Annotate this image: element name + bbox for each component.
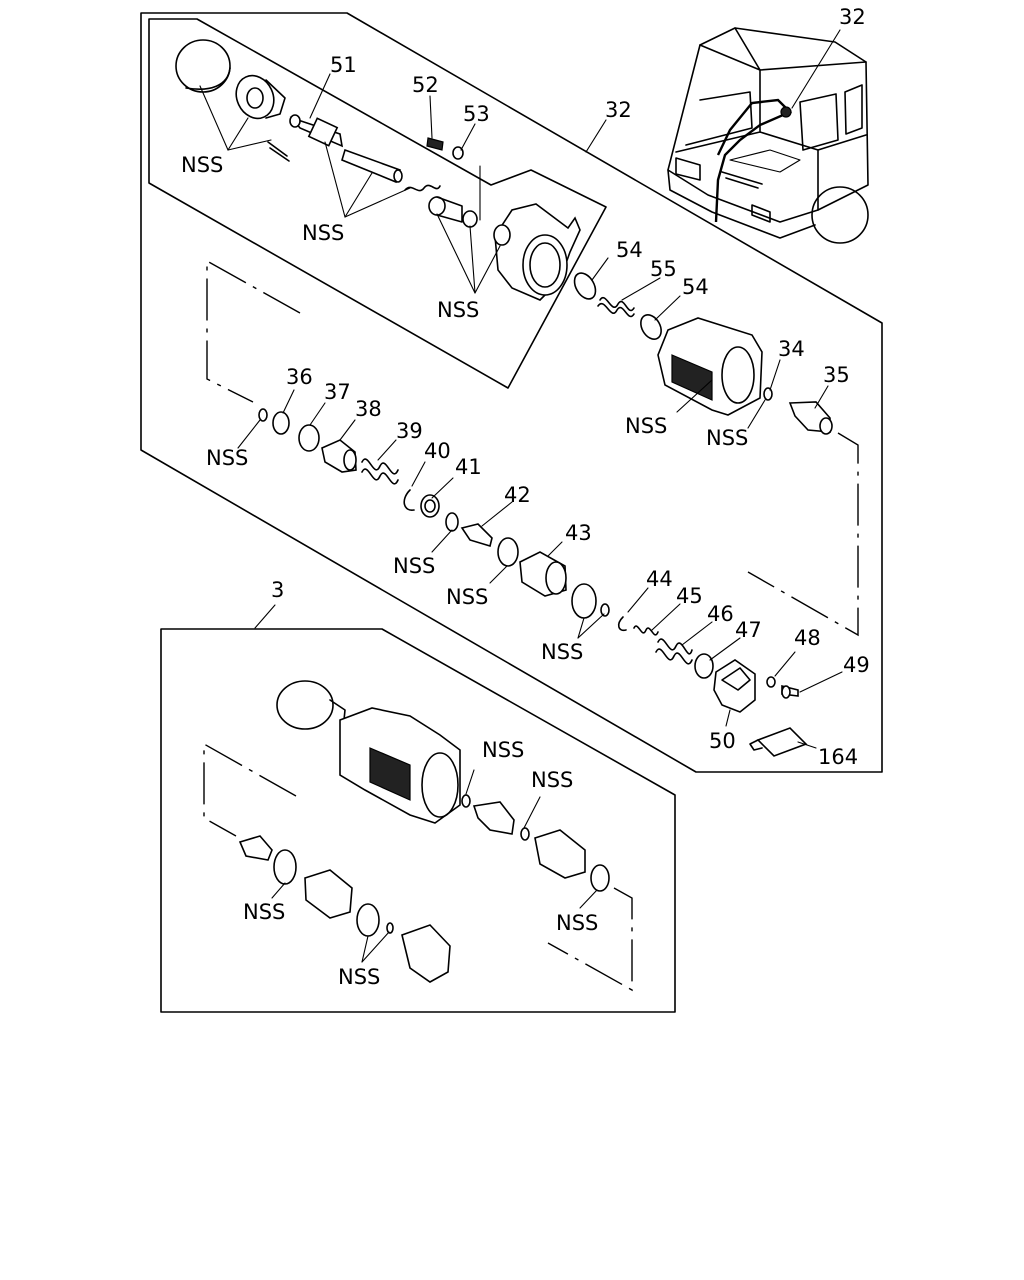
callout-39: 39 — [396, 419, 423, 443]
callout-48: 48 — [794, 626, 821, 650]
bracket-right — [747, 432, 859, 637]
nss-label-housing: NSS — [625, 414, 667, 438]
callout-45: 45 — [676, 584, 703, 608]
callout-36: 36 — [286, 365, 313, 389]
callout-42: 42 — [504, 483, 531, 507]
callout-55: 55 — [650, 257, 677, 281]
callout-37: 37 — [324, 380, 351, 404]
callout-50: 50 — [709, 729, 736, 753]
nss-label-valve-ring: NSS — [706, 426, 748, 450]
nss-label-cap-group: NSS — [181, 153, 223, 177]
assembly-frame-3 — [160, 628, 676, 1013]
nss-label-sleeve-group: NSS — [437, 298, 479, 322]
callout-40: 40 — [424, 439, 451, 463]
cab-part-marker — [780, 106, 792, 118]
main-axis-parts — [258, 272, 833, 757]
nss-label-ring-36: NSS — [206, 446, 248, 470]
callout-35: 35 — [823, 363, 850, 387]
callout-43: 43 — [565, 521, 592, 545]
cab-wiring-highlight — [714, 98, 793, 223]
callout-32-frame: 32 — [605, 98, 632, 122]
callout-numbers: 32 32 51 52 53 54 55 54 34 35 36 37 38 3… — [271, 5, 870, 769]
callout-54-b: 54 — [682, 275, 709, 299]
assembly-3-parts — [238, 680, 610, 983]
leader-lines — [199, 29, 843, 963]
callout-51: 51 — [330, 53, 357, 77]
nss-label-rings-43: NSS — [541, 640, 583, 664]
bracket-lower-left — [203, 742, 297, 837]
nss-label-ring-41: NSS — [393, 554, 435, 578]
callout-44: 44 — [646, 567, 673, 591]
callout-3: 3 — [271, 578, 284, 602]
callout-47: 47 — [735, 618, 762, 642]
truck-cab-icon — [667, 27, 869, 244]
subassembly-frame-51 — [148, 18, 607, 389]
callout-52: 52 — [412, 73, 439, 97]
nss-label-asm3-top: NSS — [482, 738, 524, 762]
nss-label-ring-42: NSS — [446, 585, 488, 609]
nss-label-asm3-right: NSS — [556, 911, 598, 935]
nss-labels: NSS NSS NSS NSS NSS NSS NSS NSS NSS NSS … — [181, 153, 748, 989]
callout-32-cab: 32 — [839, 5, 866, 29]
callout-164: 164 — [818, 745, 858, 769]
nss-label-asm3-left: NSS — [243, 900, 285, 924]
nss-label-asm3-valve: NSS — [531, 768, 573, 792]
nss-label-rod-group: NSS — [302, 221, 344, 245]
callout-46: 46 — [707, 602, 734, 626]
bracket-lower-right — [547, 887, 633, 992]
callout-54-a: 54 — [616, 238, 643, 262]
callout-38: 38 — [355, 397, 382, 421]
nss-label-asm3-bottom: NSS — [338, 965, 380, 989]
callout-41: 41 — [455, 455, 482, 479]
callout-49: 49 — [843, 653, 870, 677]
callout-34: 34 — [778, 337, 805, 361]
subassembly-51-parts — [175, 39, 581, 301]
assembly-frame-32 — [140, 12, 883, 773]
bracket-top-left — [206, 259, 301, 403]
callout-53: 53 — [463, 102, 490, 126]
